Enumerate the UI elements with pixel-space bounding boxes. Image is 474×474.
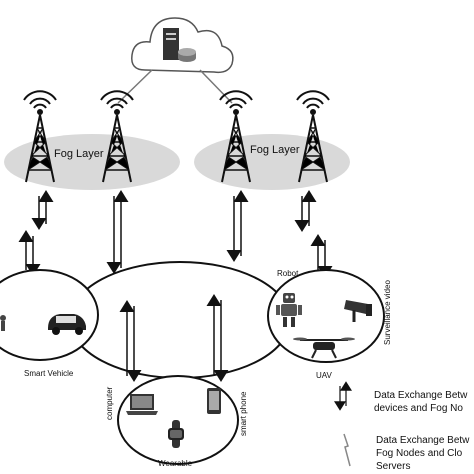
legend-lightning-icon (343, 433, 351, 467)
fog-layer-left (4, 134, 180, 190)
legend-item2-line2: Fog Nodes and Clo (376, 448, 463, 459)
smart-phone-label: smart phone (239, 391, 248, 436)
cloud-link-right (199, 69, 233, 104)
cloud-link-left (117, 69, 153, 104)
legend-item2-line1: Data Exchange Betw (376, 435, 470, 446)
surveillance-label: Surveillance video (383, 280, 392, 345)
smartphone-icon (207, 388, 221, 414)
uav-label: UAV (316, 371, 333, 380)
legend-item2-line3: Servers (376, 461, 410, 472)
device-network-ellipse (69, 261, 291, 379)
camera-icon (344, 300, 372, 322)
person-icon (0, 315, 6, 331)
wearable-label: Wearable (158, 459, 193, 468)
robot-label: Robot (277, 269, 299, 278)
fog-layer-right-label: Fog Layer (250, 144, 300, 156)
exchange-arrows (18, 190, 333, 382)
computer-label: computer (105, 386, 114, 420)
smart-vehicle-cluster (0, 269, 99, 361)
robot-icon (276, 293, 302, 327)
legend-item1-line2: devices and Fog No (374, 403, 463, 414)
cloud-server-icon (131, 17, 234, 74)
legend-double-arrow-icon (334, 381, 352, 411)
drone-icon (293, 337, 355, 359)
watch-icon (168, 420, 184, 448)
laptop-icon (126, 394, 158, 415)
legend: Data Exchange Betw devices and Fog No Da… (334, 381, 470, 472)
smart-vehicle-label: Smart Vehicle (24, 369, 74, 378)
smart-car-icon (48, 314, 86, 335)
fog-layer-left-label: Fog Layer (54, 148, 104, 160)
legend-item1-line1: Data Exchange Betw (374, 390, 468, 401)
